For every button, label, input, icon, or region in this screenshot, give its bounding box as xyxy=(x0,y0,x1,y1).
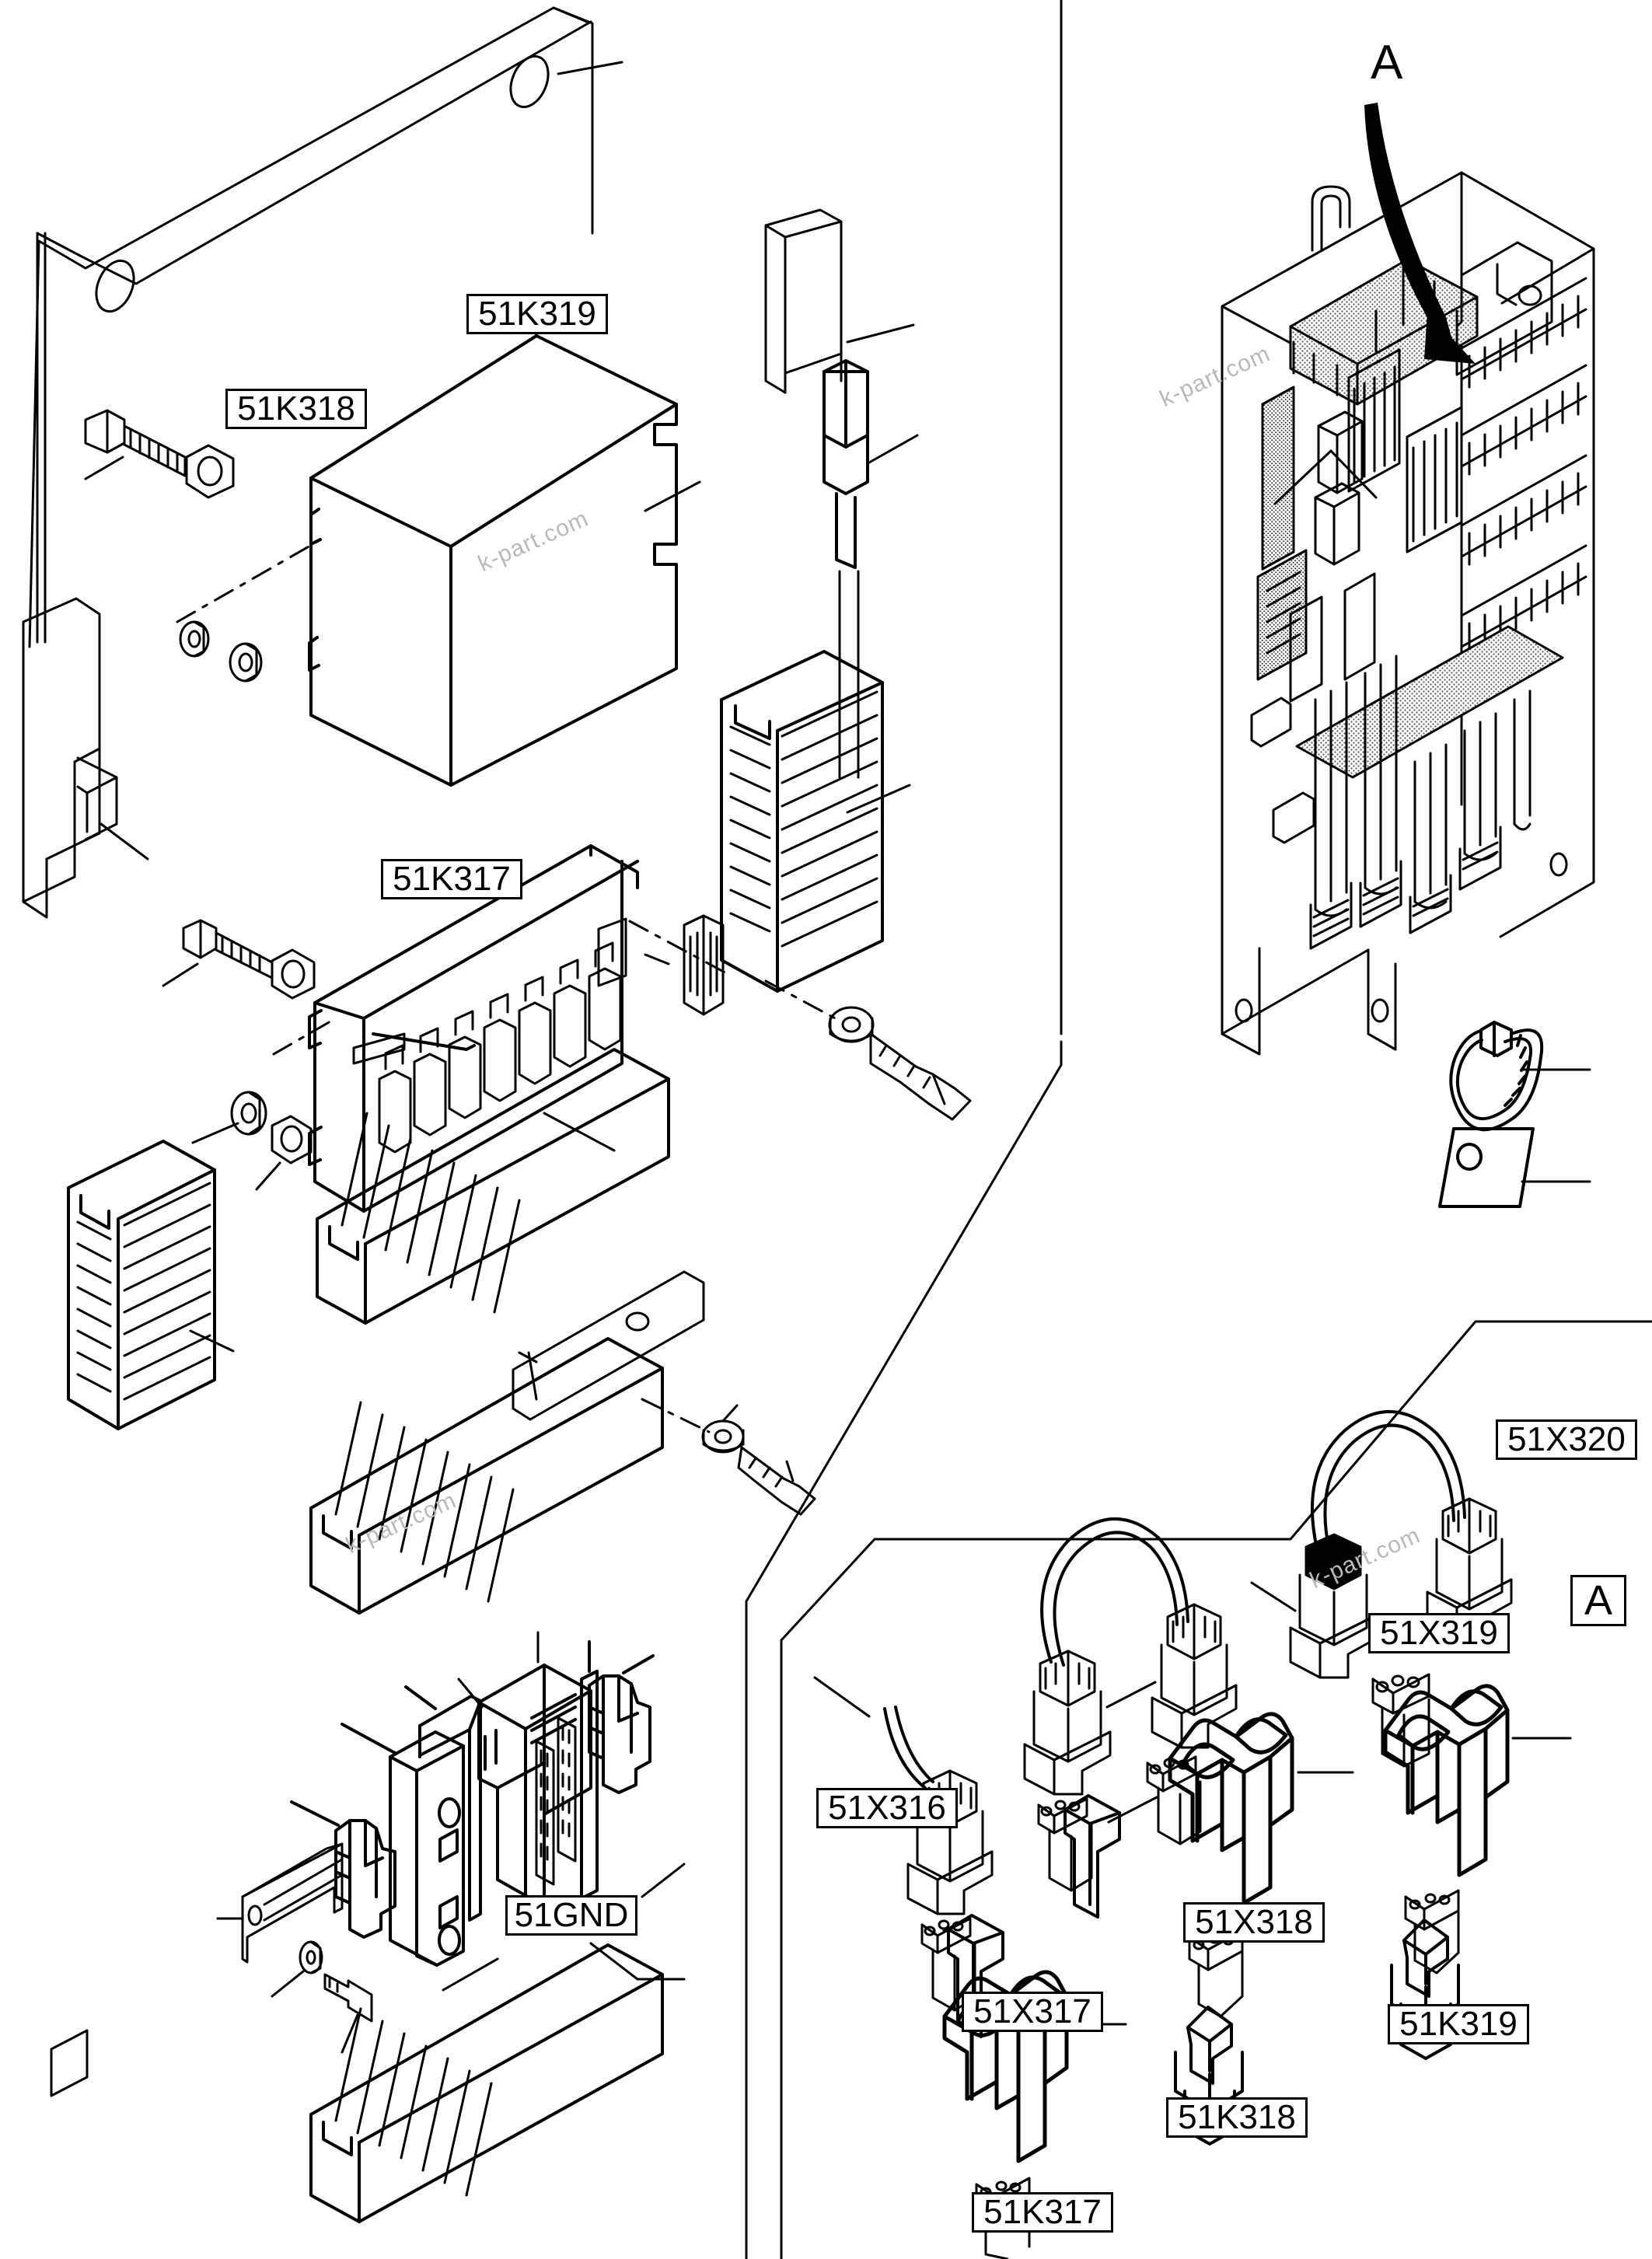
cabinet-top-plate xyxy=(1455,241,1553,376)
din-rail-gnd xyxy=(216,1842,344,1964)
id-plate-bottom-left xyxy=(50,2029,89,2097)
module-nameplate-51k317 xyxy=(352,917,627,1065)
washer-mid xyxy=(828,1006,875,1043)
housing-51x319-main xyxy=(1383,1684,1510,1877)
washer-small-1 xyxy=(179,620,210,658)
connector-top-center xyxy=(823,359,869,569)
wire-top-center xyxy=(838,570,860,779)
socket-51k318-lower xyxy=(1188,1929,1244,2018)
callout-51k317-mid[interactable]: 51K317 xyxy=(381,859,522,899)
screw-center-lower xyxy=(737,1446,816,1516)
bolt-51k317 xyxy=(162,919,274,987)
plate-center-lower xyxy=(512,1270,705,1421)
assembly-axis-fuse xyxy=(628,920,732,977)
callout-51k319-top[interactable]: 51K319 xyxy=(466,294,608,334)
duct-slots-diagonal-1 xyxy=(341,1112,521,1314)
cabinet-floor-mesh xyxy=(1295,625,1564,779)
callout-51k318-bottom[interactable]: 51K318 xyxy=(1166,2097,1308,2138)
bolt-51k318 xyxy=(84,409,187,480)
terminal-stack-gnd xyxy=(477,1664,592,1908)
callout-51x318[interactable]: 51X318 xyxy=(1183,1902,1325,1943)
sheet-divider-vertical xyxy=(745,0,1063,2259)
callout-51x317[interactable]: 51X317 xyxy=(962,1992,1103,2032)
washer-small-2 xyxy=(229,642,263,683)
leader-top-center xyxy=(846,323,919,464)
cabinet-din-rails xyxy=(1347,277,1587,656)
cover-plate-gnd xyxy=(341,1723,465,1967)
id-tag-plate xyxy=(1438,1127,1535,1208)
callout-51k319-bottom[interactable]: 51K319 xyxy=(1388,2004,1529,2044)
nut-51k318 xyxy=(185,444,235,499)
end-clamp-gnd-left xyxy=(290,1800,396,1939)
cabinet-connector-ferrules xyxy=(1309,826,1502,950)
wire-duct-vertical-left xyxy=(67,1140,216,1430)
leaders-detail-a xyxy=(813,1581,1572,1824)
wire-duct-bottom-left xyxy=(309,1943,664,2223)
wire-duct-diagonal-1 xyxy=(316,1048,670,1325)
nut-51k317-b xyxy=(255,1115,313,1191)
wire-boot-left xyxy=(22,597,118,919)
wire-duct-vertical-center xyxy=(720,650,884,993)
section-arrow-label-a: A xyxy=(1371,36,1403,89)
callout-51k317-bottom[interactable]: 51K317 xyxy=(972,2192,1113,2233)
connector-body-51x319-a xyxy=(1289,1533,1378,1679)
assembly-axis-screw-mid xyxy=(764,979,840,1021)
housing-51x318-upper xyxy=(1063,1794,1121,1919)
fuse-small-center xyxy=(683,914,725,1016)
nut-51k317 xyxy=(271,948,316,1000)
screw-gnd-mount xyxy=(323,1973,373,2054)
cabinet-small-parts xyxy=(1250,697,1315,844)
detail-a-arrow xyxy=(1364,103,1476,364)
cabinet-relays xyxy=(1314,410,1364,566)
back-plate-gnd xyxy=(580,1640,599,1900)
detail-view-marker-a[interactable]: A xyxy=(1570,1575,1626,1626)
callout-51x320[interactable]: 51X320 xyxy=(1496,1419,1637,1460)
fuse-holders-51k317 xyxy=(378,941,622,1154)
socket-51x318-b xyxy=(1146,1755,1202,1845)
washer-center-lower xyxy=(701,1404,745,1454)
cable-tie xyxy=(1449,1021,1544,1132)
leader-duct-diagonal-1 xyxy=(543,1112,616,1152)
cabinet-handle xyxy=(1311,185,1351,252)
leader-boot-left xyxy=(100,822,149,861)
terminal-contacts-gnd xyxy=(535,1716,577,1886)
cabinet-left-column-lines xyxy=(1261,386,1301,655)
leader-duct-center xyxy=(846,784,911,814)
connector-body-51x318-a xyxy=(1023,1650,1112,1796)
sheet-divider-detail-region xyxy=(780,1320,1652,2259)
connector-body-51x318-b xyxy=(1151,1603,1238,1749)
leader-fuse-center xyxy=(644,953,670,965)
callout-51k318-top[interactable]: 51K318 xyxy=(225,389,367,429)
duct-slots-vertical-left xyxy=(76,1182,211,1401)
leader-duct-vertical-left xyxy=(189,1329,235,1353)
mounting-plate-top xyxy=(28,6,623,648)
bracket-top-center xyxy=(764,208,843,394)
wire-duct-diagonal-2 xyxy=(309,1337,664,1615)
assembly-axis-51k319 xyxy=(176,535,328,623)
callout-51x319[interactable]: 51X319 xyxy=(1368,1613,1510,1653)
cabinet-mid-plate xyxy=(1289,572,1376,703)
duct-slots-diagonal-2 xyxy=(334,1401,515,1603)
gnd-leaders xyxy=(442,1631,686,1992)
assembly-axis-screw-lower xyxy=(641,1398,711,1433)
screw-mid xyxy=(869,1032,972,1121)
duct-slots-center xyxy=(729,690,878,948)
washer-51k317-a xyxy=(191,1091,267,1144)
callout-51gnd[interactable]: 51GND xyxy=(505,1895,637,1936)
relay-module-51k319 xyxy=(308,334,678,787)
wire-51x319 xyxy=(1310,1410,1466,1553)
assembly-axis-51k317 xyxy=(272,1017,337,1056)
housing-51x318-main xyxy=(1168,1712,1294,1905)
cabinet-wire-bundle xyxy=(1314,655,1532,917)
end-clamp-gnd-right xyxy=(588,1654,655,1794)
callout-51x316[interactable]: 51X316 xyxy=(816,1788,958,1828)
socket-51k319-lower xyxy=(1404,1889,1460,1974)
washer-gnd-mount xyxy=(271,1940,323,1998)
wire-51x316 xyxy=(883,1706,934,1789)
duct-slots-bottom-left xyxy=(334,2007,493,2197)
wire-51x318 xyxy=(1040,1517,1189,1667)
cabinet-arrow-leaders xyxy=(1273,449,1378,505)
socket-51x319 xyxy=(1371,1673,1430,1768)
